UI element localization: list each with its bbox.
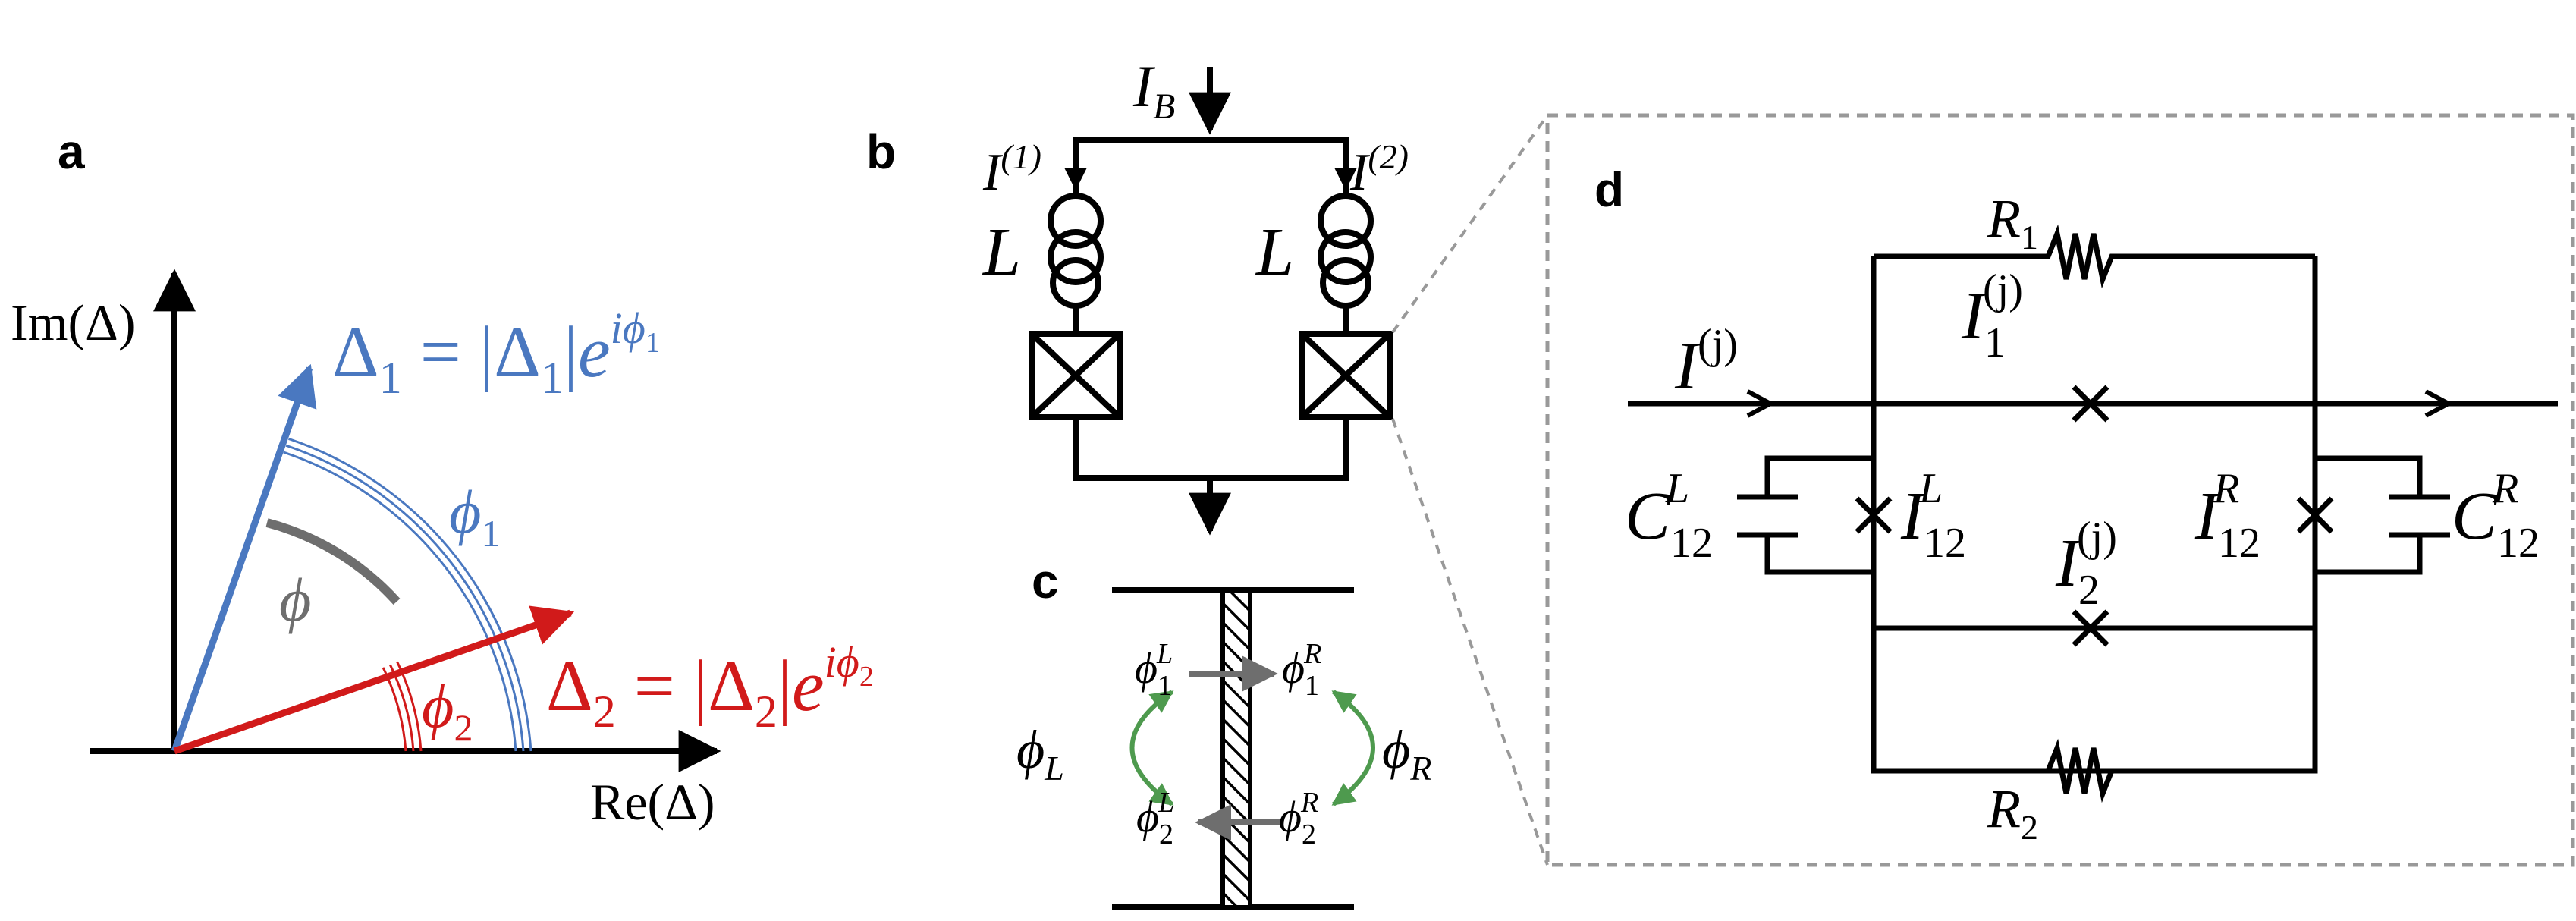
right-inductor xyxy=(1318,193,1374,334)
barrier xyxy=(1220,588,1252,910)
current-arrow-left xyxy=(1746,389,1776,418)
R2-label: R2 xyxy=(1987,778,2038,847)
zoom-connector-top xyxy=(1391,114,1549,334)
phiR-arrow xyxy=(1331,690,1375,806)
phi2R-label: ϕ2R xyxy=(1279,787,1318,850)
C12L-label: C12L xyxy=(1625,465,1713,567)
right-junction xyxy=(1299,331,1393,420)
branch2-current-label: I(2) xyxy=(1349,137,1409,202)
panel-letter-c: c xyxy=(1032,554,1059,608)
bias-current-label: IB xyxy=(1132,53,1175,127)
phi1L-label: ϕ1L xyxy=(1135,638,1173,702)
inductor-right-label: L xyxy=(1255,215,1294,290)
phi2L-label: ϕ2L xyxy=(1136,787,1174,850)
delta2-equation: Δ2 = |Δ2|eiϕ2 xyxy=(546,637,874,737)
zoom-connector-bottom xyxy=(1391,418,1549,866)
panel-c: c ϕ1L ϕ1R ϕ2L ϕ2R ϕL ϕR xyxy=(1016,554,1431,910)
left-junction xyxy=(1029,331,1123,420)
panel-a: a Im(Δ) Re(Δ) Δ1 = |Δ1|eiϕ1 Δ2 = |Δ2|eiϕ… xyxy=(11,124,874,831)
left-inductor xyxy=(1048,193,1104,334)
delta2-vector xyxy=(173,605,575,755)
C12R-label: C12R xyxy=(2452,465,2540,567)
phiL-arrow xyxy=(1129,690,1174,806)
delta1-vector xyxy=(171,363,317,753)
I12R-label: I12R xyxy=(2194,465,2260,567)
phi2-label: ϕ2 xyxy=(422,671,473,749)
branch1-current-label: I(1) xyxy=(982,137,1041,202)
junction-crosses xyxy=(1855,385,2334,647)
top-rail xyxy=(1073,137,1349,197)
im-axis-label: Im(Δ) xyxy=(11,294,136,351)
phi-label: ϕ xyxy=(279,565,311,634)
panel-letter-b: b xyxy=(866,124,896,179)
phi-arc xyxy=(265,518,401,605)
phi1R-label: ϕ1R xyxy=(1282,638,1321,702)
inductor-left-label: L xyxy=(982,215,1021,290)
phiL-label: ϕL xyxy=(1016,719,1064,787)
panel-d: d xyxy=(1545,113,2575,867)
panel-letter-d: d xyxy=(1594,162,1624,217)
current-arrow-right xyxy=(2424,389,2454,418)
phi1-label: ϕ1 xyxy=(449,477,500,555)
bottom-rail xyxy=(1073,417,1349,481)
panel-letter-a: a xyxy=(58,124,85,179)
delta1-equation: Δ1 = |Δ1|eiϕ1 xyxy=(332,303,660,403)
I12L-label: I12L xyxy=(1900,465,1966,567)
I1j-label: I1(j) xyxy=(1961,266,2023,366)
Ij-label: I(j) xyxy=(1674,321,1738,404)
phiR-label: ϕR xyxy=(1382,719,1431,787)
panel-d-frame xyxy=(1545,113,2575,867)
I2j-label: I2(j) xyxy=(2055,514,2117,614)
re-axis-label: Re(Δ) xyxy=(590,773,715,831)
R1-label: R1 xyxy=(1987,188,2038,256)
panel-b: b IB I(1) I(2) L L xyxy=(866,53,1409,536)
phi1-arc xyxy=(283,437,532,752)
